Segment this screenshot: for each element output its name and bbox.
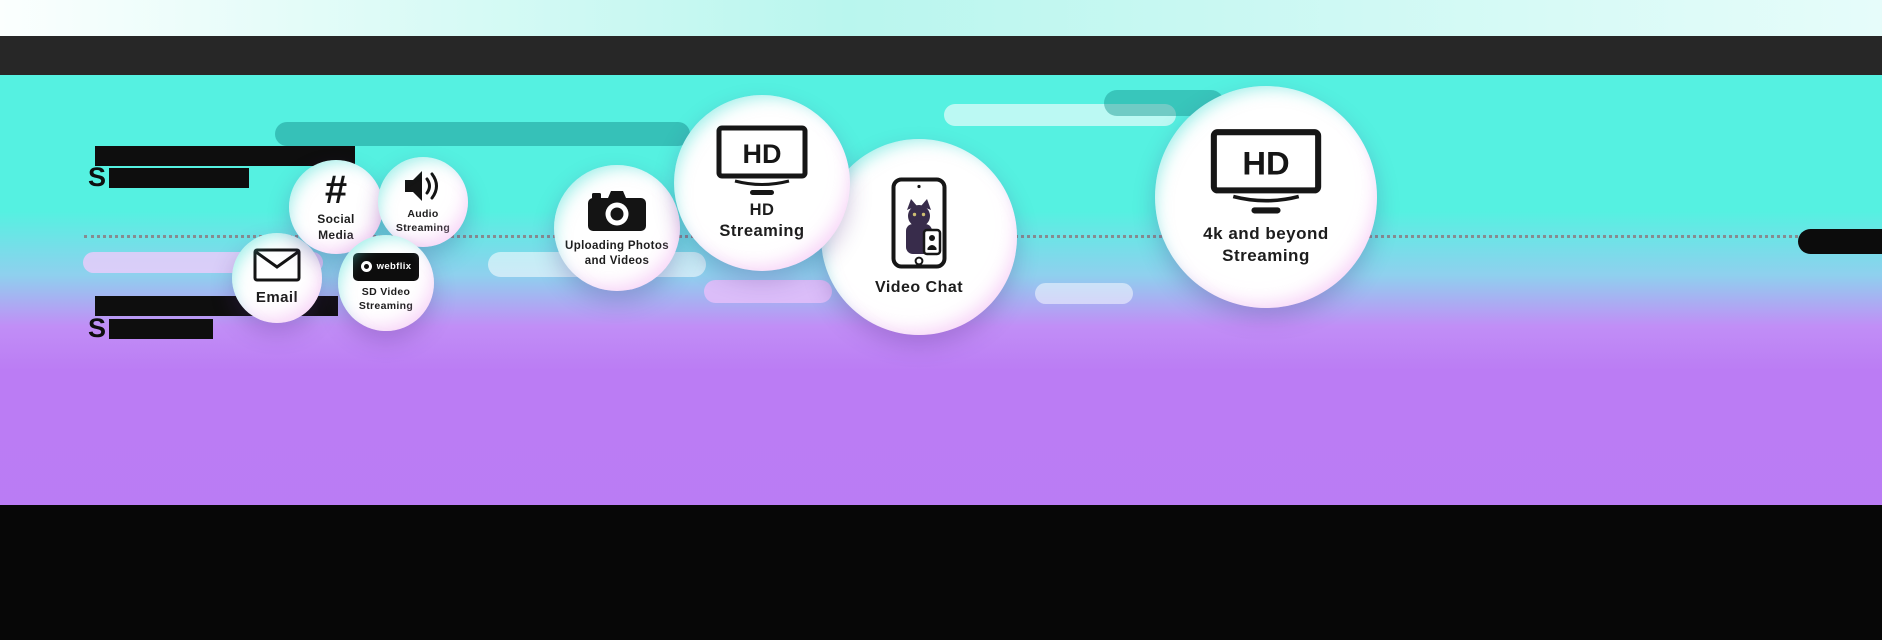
bubble-label: Social Media [317, 212, 355, 242]
envelope-icon [253, 248, 301, 282]
bubble-label: Audio Streaming [395, 208, 451, 234]
bubble-4k-streaming: HD 4k and beyond Streaming [1155, 86, 1377, 308]
hd-logo-text: HD [743, 139, 782, 169]
bubble-label: Video Chat [874, 278, 964, 296]
hd-logo-text: HD [1242, 145, 1289, 182]
partial-letter: S [88, 313, 107, 343]
bubble-uploading-photos: Uploading Photos and Videos [554, 165, 680, 291]
redacted-text-block [95, 146, 355, 166]
bubble-sd-video-streaming: webflix SD Video Streaming [338, 235, 434, 331]
speaker-icon [405, 171, 438, 202]
bubble-label: SD Video Streaming [358, 285, 414, 312]
bubble-label: Email [255, 289, 299, 307]
bubble-label: Uploading Photos and Videos [565, 240, 669, 267]
header-bar [0, 36, 1882, 75]
webflix-ring-icon [360, 261, 372, 273]
bubble-audio-streaming: Audio Streaming [378, 157, 468, 247]
speed-pill-black [1798, 229, 1882, 254]
speed-pill-lavender [704, 280, 832, 303]
top-gradient-strip [0, 0, 1882, 36]
footer-bar [0, 505, 1882, 640]
bubble-email: Email [232, 233, 322, 323]
bubble-label: HD Streaming [719, 200, 805, 240]
hashtag-icon: # [324, 168, 348, 213]
camera-icon [588, 191, 646, 232]
partial-letter: S [88, 162, 107, 192]
hd-tv-icon: HD [716, 125, 808, 195]
bubble-video-chat: Video Chat [821, 139, 1017, 335]
hd-tv-icon: HD [1210, 129, 1322, 214]
bubble-label: 4k and beyond Streaming [1203, 223, 1329, 265]
webflix-logo: webflix [352, 252, 420, 281]
speed-pill-white [944, 104, 1176, 126]
redacted-text-block [109, 167, 250, 188]
speed-pill-teal [275, 122, 690, 146]
speed-pill-white [1035, 283, 1133, 304]
webflix-wordmark: webflix [376, 261, 412, 273]
redacted-text-row: S [88, 313, 214, 343]
bubble-hd-streaming: HD HD Streaming [674, 95, 850, 271]
redacted-text-block [109, 318, 214, 339]
redacted-text-row: S [88, 162, 250, 192]
video-chat-phone-icon [891, 177, 947, 269]
